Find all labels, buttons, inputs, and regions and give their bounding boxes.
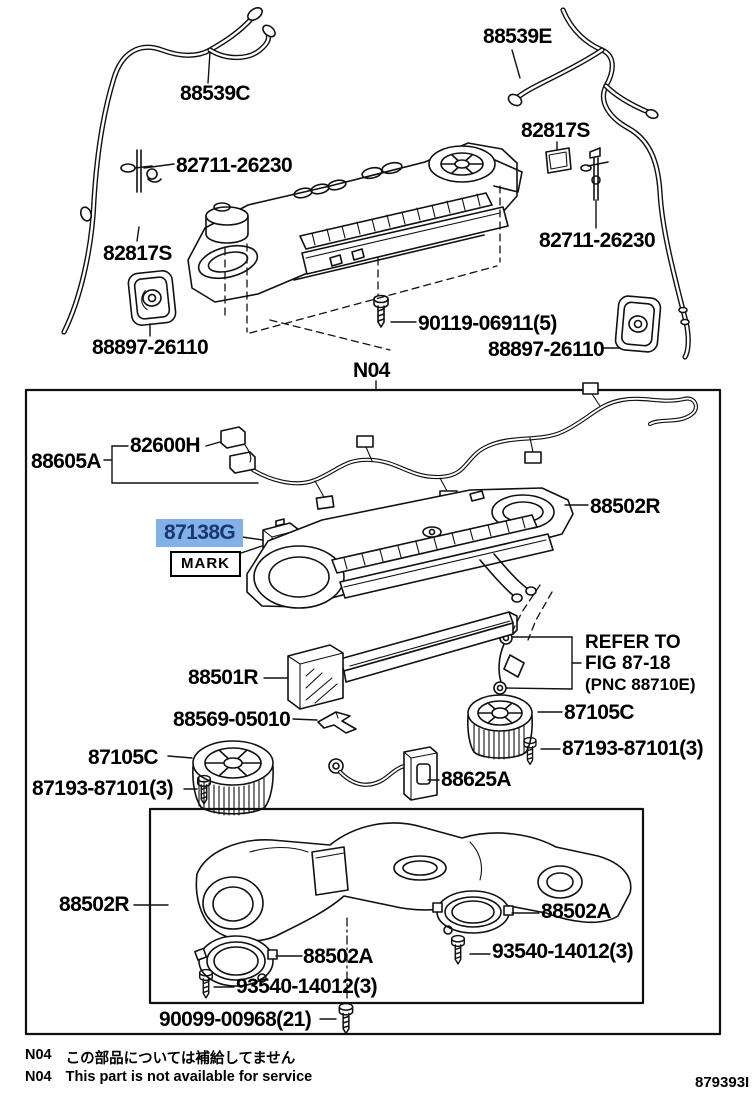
n04-frame-box [24, 388, 722, 1036]
gasket-88502A-right-art [432, 890, 514, 935]
inner-frame-box [148, 807, 645, 1005]
clip-82711-right-art [580, 147, 609, 201]
callout-88569: 88569-05010 [173, 708, 291, 731]
callout-90099: 90099-00968(21) [159, 1008, 312, 1031]
blower-case-88502R-art [195, 822, 632, 942]
refer-line-3: (PNC 88710E) [585, 675, 696, 694]
pad-82817S-right-art [545, 147, 572, 174]
callout-93540-right: 93540-14012(3) [492, 940, 634, 963]
screw-93540-right-art [450, 934, 466, 965]
callout-93540-left: 93540-14012(3) [236, 975, 378, 998]
refer-to-note: REFER TO FIG 87-18 (PNC 88710E) [585, 632, 696, 695]
callout-87138G-highlighted[interactable]: 87138G [156, 519, 244, 547]
callout-87193-right: 87193-87101(3) [562, 737, 704, 760]
callout-82711-right: 82711-26230 [539, 229, 656, 252]
note-en-text: This part is not available for service [65, 1069, 313, 1085]
amplifier-88625A-art [328, 746, 438, 801]
callout-88502A-left: 88502A [303, 945, 374, 968]
leader-lines [103, 49, 621, 1020]
callout-87105C-left: 87105C [88, 746, 159, 769]
callout-90119: 90119-06911(5) [418, 312, 557, 335]
refer-line-2: FIG 87-18 [585, 653, 671, 674]
hose-88539C-art [61, 7, 276, 335]
screw-90119-art [373, 294, 389, 328]
heater-case-88502R-art [246, 487, 574, 695]
harness-88605A-art [220, 382, 698, 510]
mark-box: MARK [170, 551, 241, 577]
callout-88502R-bottom: 88502R [59, 893, 130, 916]
callout-82600H: 82600H [130, 434, 201, 457]
callout-88605A: 88605A [31, 450, 102, 473]
callout-82817S-right: 82817S [521, 119, 590, 142]
note-english: N04 This part is not available for servi… [25, 1069, 312, 1085]
callout-87193-left: 87193-87101(3) [32, 777, 174, 800]
gasket-88502A-left-art [194, 935, 278, 987]
grommet-88897-right-art [614, 295, 662, 353]
callout-88501R: 88501R [188, 666, 259, 689]
callout-88625A: 88625A [441, 768, 512, 791]
note-jp-text: この部品については補給してません [65, 1051, 296, 1067]
callout-82817S-left: 82817S [103, 242, 172, 265]
callout-88502A-right: 88502A [541, 900, 612, 923]
callout-87105C-right: 87105C [564, 701, 635, 724]
heater-unit-top-art [187, 142, 523, 351]
figure-code: 879393I [695, 1074, 750, 1091]
note-en-prefix: N04 [25, 1069, 52, 1085]
callout-82711-left: 82711-26230 [176, 154, 293, 177]
note-jp-prefix: N04 [25, 1047, 52, 1063]
refer-line-1: REFER TO [585, 632, 681, 653]
note-japanese: N04 この部品については補給してません [25, 1047, 295, 1068]
callout-88539E: 88539E [483, 25, 552, 48]
screw-90099-art [338, 1002, 354, 1035]
blower-87105C-right-art [467, 694, 533, 760]
heater-core-88501R-art [287, 611, 518, 710]
callout-88897-right: 88897-26110 [488, 338, 605, 361]
grommet-88897-left-art [127, 270, 177, 326]
hose-88539E-art [507, 7, 691, 360]
clip-88569-art [317, 711, 357, 734]
callout-88897-left: 88897-26110 [92, 336, 209, 359]
frame-tag-n04: N04 [353, 359, 390, 382]
blower-87105C-left-art [192, 740, 274, 816]
clip-82711-left-art [120, 149, 162, 193]
callout-88502R-top: 88502R [590, 495, 661, 518]
callout-88539C: 88539C [180, 82, 251, 105]
